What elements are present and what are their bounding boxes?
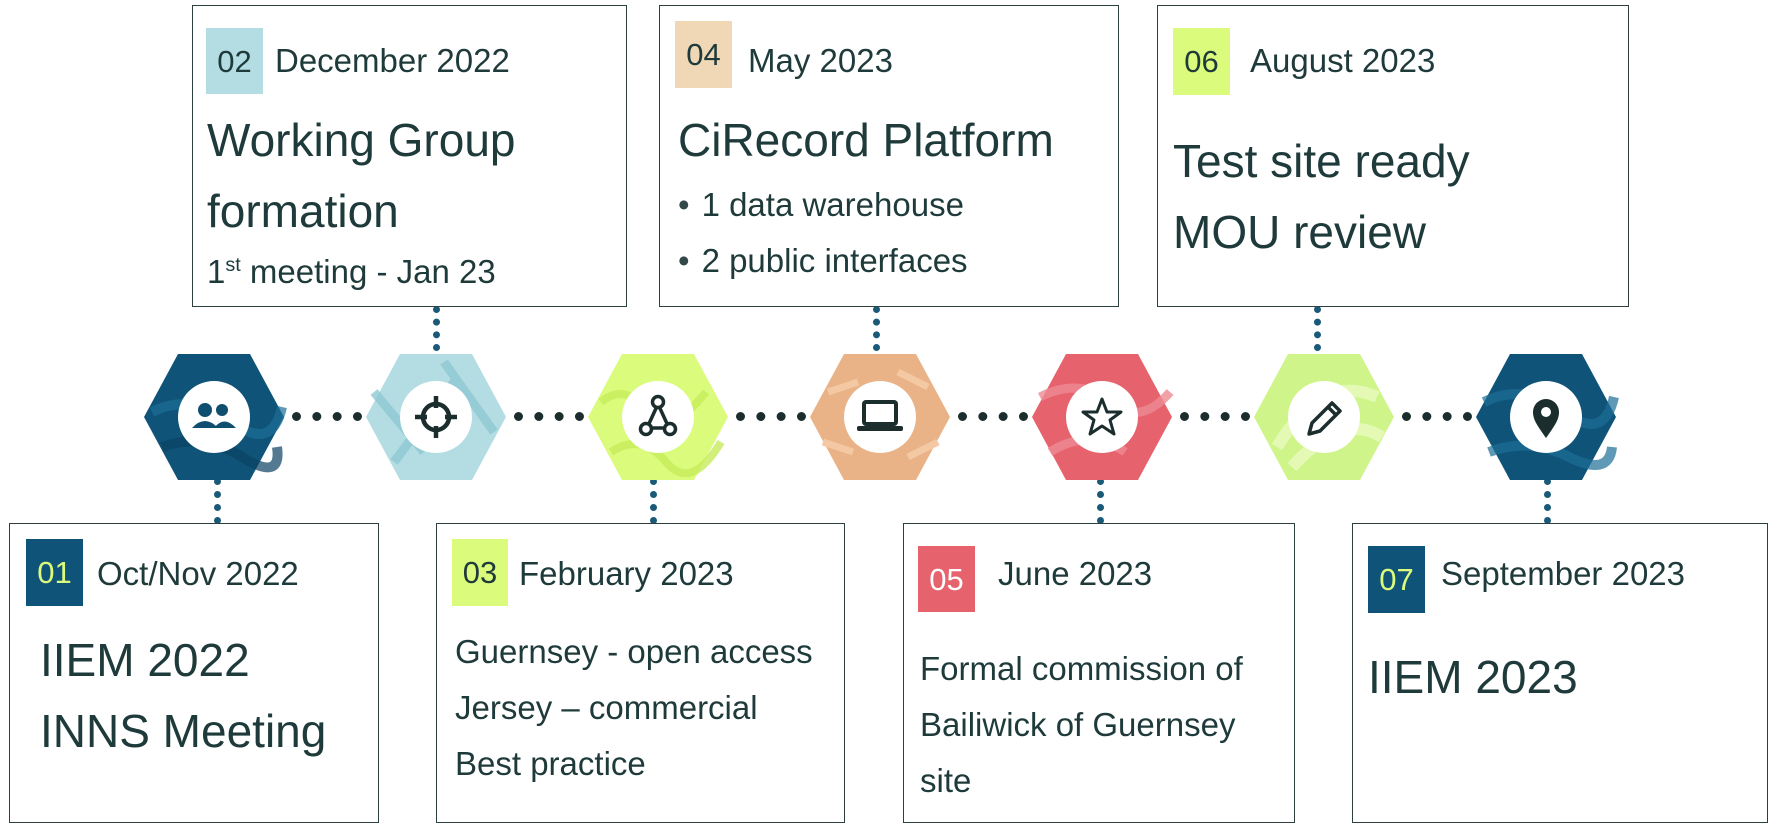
ordinal-suffix: st xyxy=(225,254,241,276)
milestone-number-badge: 05 xyxy=(918,546,975,612)
pencil-icon xyxy=(1307,401,1342,436)
hexagon-07 xyxy=(1476,354,1619,480)
milestone-subtitle: INNS Meeting xyxy=(40,705,327,757)
milestone-date: September 2023 xyxy=(1441,555,1686,592)
stem-06 xyxy=(1314,306,1321,351)
milestone-number-badge: 06 xyxy=(1173,28,1230,95)
milestone-title: IIEM 2023 xyxy=(1368,651,1578,703)
stem-05 xyxy=(1097,478,1104,524)
hexagon-01 xyxy=(144,354,287,480)
stem-07 xyxy=(1544,478,1551,524)
milestone-detail-2: Bailiwick of Guernsey xyxy=(920,706,1236,743)
stem-01 xyxy=(214,478,221,524)
milestone-date: May 2023 xyxy=(748,42,893,79)
hexagon-03 xyxy=(588,354,728,480)
milestone-card-02: 02 December 2022 Working Group formation… xyxy=(192,5,627,307)
milestone-title: CiRecord Platform xyxy=(678,114,1054,166)
milestone-detail-2: Jersey – commercial xyxy=(455,689,758,726)
milestone-bullet-2: 2 public interfaces xyxy=(678,242,968,280)
milestone-card-03: 03 February 2023 Guernsey - open access … xyxy=(436,523,845,823)
milestone-card-06: 06 August 2023 Test site ready MOU revie… xyxy=(1157,5,1629,307)
timeline-connector-4-5 xyxy=(958,412,1028,421)
timeline-connector-6-7 xyxy=(1402,412,1472,421)
milestone-date: August 2023 xyxy=(1250,42,1436,79)
milestone-title: Working Group xyxy=(207,114,516,166)
milestone-subtitle: MOU review xyxy=(1173,206,1427,258)
stem-03 xyxy=(650,478,657,524)
star-icon xyxy=(1081,397,1123,436)
milestone-title-line-2: formation xyxy=(207,185,399,237)
milestone-date: December 2022 xyxy=(275,42,510,79)
milestone-number-badge: 02 xyxy=(206,28,263,94)
milestone-number-badge: 04 xyxy=(675,21,732,88)
meeting-number: 1 xyxy=(207,253,226,290)
hexagon-05 xyxy=(1032,354,1174,480)
people-icon xyxy=(192,403,236,428)
milestone-date: June 2023 xyxy=(998,555,1153,592)
milestone-title: Test site ready xyxy=(1173,135,1470,187)
milestone-card-04: 04 May 2023 CiRecord Platform 1 data war… xyxy=(659,5,1119,307)
milestone-bullet-1: 1 data warehouse xyxy=(678,186,964,224)
milestone-card-05: 05 June 2023 Formal commission of Bailiw… xyxy=(903,523,1295,823)
milestone-detail-1: Formal commission of xyxy=(920,650,1243,687)
laptop-icon xyxy=(857,400,903,431)
timeline-connector-3-4 xyxy=(736,412,806,421)
milestone-date: Oct/Nov 2022 xyxy=(97,555,299,592)
target-icon xyxy=(415,396,457,438)
hexagon-02 xyxy=(366,354,506,480)
meeting-text: meeting - Jan 23 xyxy=(240,253,496,290)
milestone-detail-1: Guernsey - open access xyxy=(455,633,813,670)
stem-02 xyxy=(433,306,440,351)
milestone-card-07: 07 September 2023 IIEM 2023 xyxy=(1352,523,1768,823)
milestone-detail-3: Best practice xyxy=(455,745,646,782)
location-pin-icon xyxy=(1533,399,1559,438)
hexagon-04 xyxy=(810,354,950,480)
timeline-connector-2-3 xyxy=(514,412,584,421)
hexagon-06 xyxy=(1254,354,1394,480)
stem-04 xyxy=(873,306,880,351)
timeline-connector-5-6 xyxy=(1180,412,1250,421)
milestone-card-01: 01 Oct/Nov 2022 IIEM 2022 INNS Meeting xyxy=(9,523,379,823)
network-icon xyxy=(638,394,678,437)
milestone-title: IIEM 2022 xyxy=(40,634,250,686)
timeline-connector-1-2 xyxy=(292,412,362,421)
milestone-number-badge: 01 xyxy=(26,539,83,606)
milestone-date: February 2023 xyxy=(519,555,734,592)
milestone-detail-3: site xyxy=(920,762,972,799)
milestone-number-badge: 03 xyxy=(452,539,508,606)
milestone-number-badge: 07 xyxy=(1368,546,1425,613)
milestone-detail: 1st meeting - Jan 23 xyxy=(207,253,496,291)
